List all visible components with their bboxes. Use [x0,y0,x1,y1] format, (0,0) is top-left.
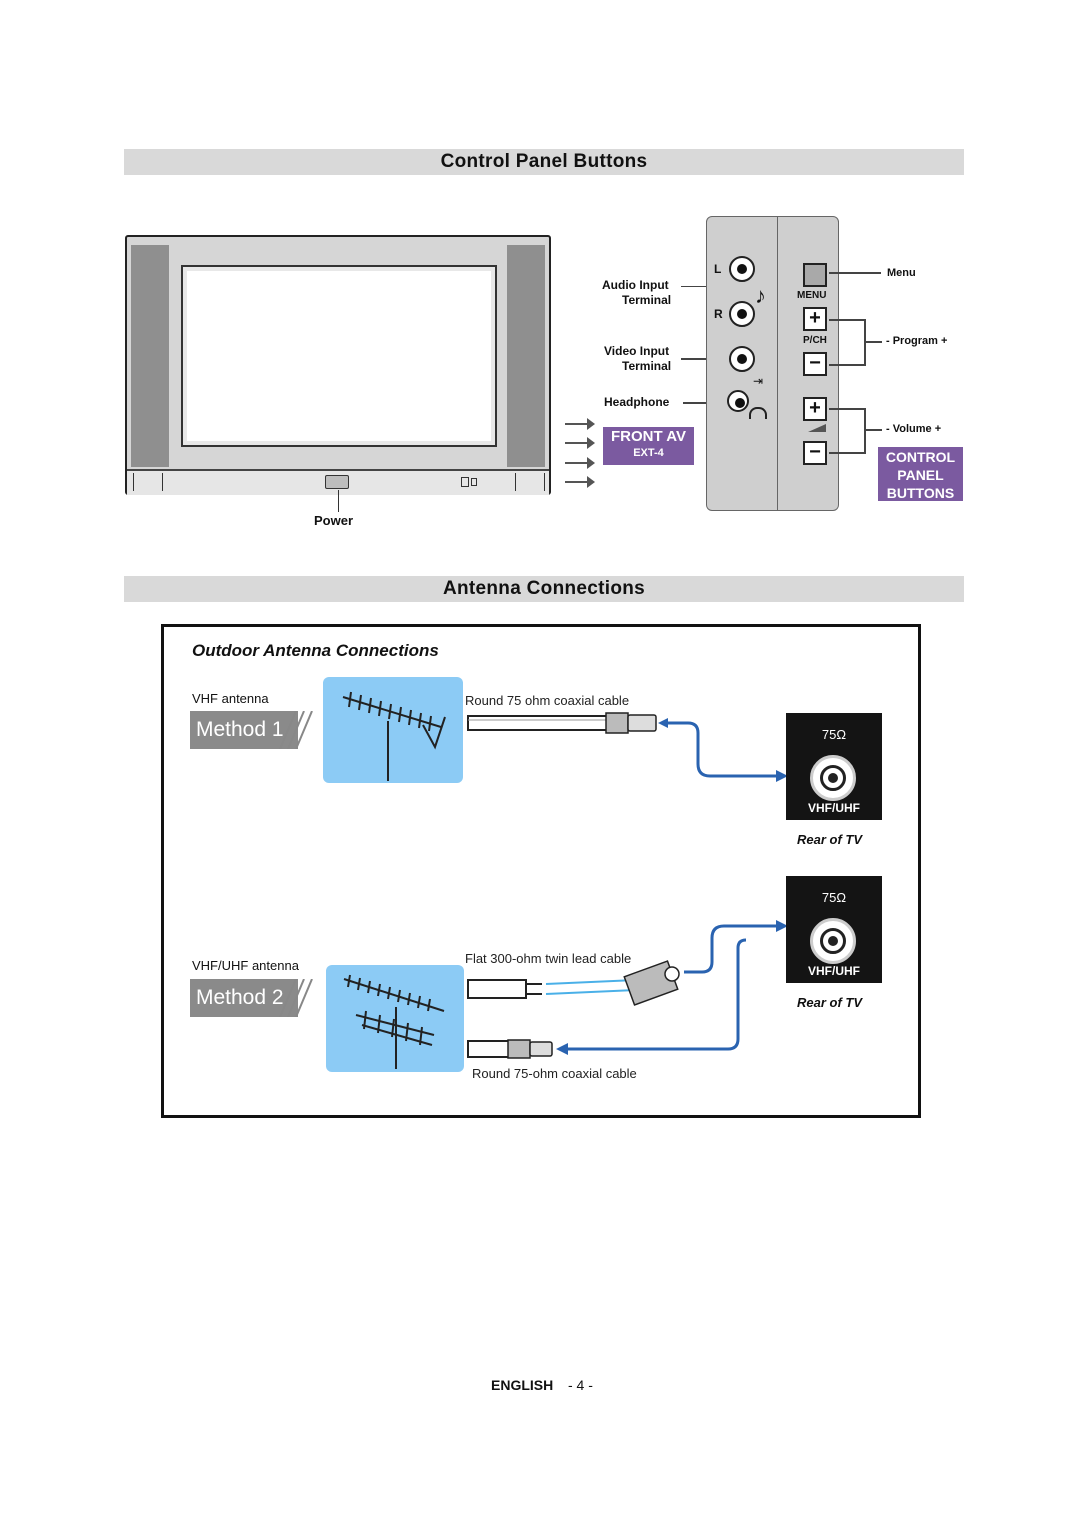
video-input-label-2: Terminal [622,359,672,373]
rear-panel-2: 75Ω VHF/UHF [786,876,882,983]
right-speaker-grille [507,245,545,467]
program-label: - Program + [886,335,948,347]
video-input-icon: ⇥ [753,374,764,388]
volume-icon [808,424,826,432]
volume-up-button[interactable]: + [803,397,827,421]
control-panel-heading: Control Panel Buttons [124,149,964,175]
rear1-port: VHF/UHF [808,801,860,815]
indicator-leds [461,477,469,487]
audio-input-label-1: Audio Input [602,278,669,292]
control-panel-badge: CONTROL PANEL BUTTONS [878,447,963,501]
badge-line-3: BUTTONS [886,485,955,501]
method1-stripes [279,711,313,749]
rear1-caption: Rear of TV [797,832,863,847]
arrow-3 [565,457,595,469]
rf-connector-icon-1 [810,755,856,801]
front-av-panel: L R ♪ ⇥ [706,216,778,511]
method1-cable-diagram [467,712,788,782]
box-title: Outdoor Antenna Connections [192,641,439,660]
method2-cable-diagram [467,920,788,1059]
headphone-icon [749,407,767,419]
badge-line-2: PANEL [897,467,944,483]
audio-right-jack[interactable] [729,301,755,327]
outdoor-antenna-box: Outdoor Antenna Connections [161,624,921,1118]
channel-l-label: L [714,262,722,276]
method2-stripes [279,979,313,1017]
badge-line-1: CONTROL [885,449,956,465]
footer-language: ENGLISH [491,1377,554,1393]
rear-panel-1: 75Ω VHF/UHF [786,713,882,820]
method2-bottom-cable-label: Round 75-ohm coaxial cable [472,1066,637,1081]
vhf-uhf-antenna-image [326,965,464,1072]
rear2-caption: Rear of TV [797,995,863,1010]
vhf-uhf-antenna-icon [343,974,445,1069]
volume-down-button[interactable]: − [803,441,827,465]
headphone-jack[interactable] [727,390,749,412]
vhf-antenna-icon [342,691,446,781]
menu-button[interactable] [803,263,827,287]
front-av-badge: FRONT AV EXT-4 [603,427,694,465]
power-label: Power [314,513,354,528]
method1-cable-label: Round 75 ohm coaxial cable [465,693,630,708]
rf-connector-icon-2 [810,918,856,964]
video-input-label-1: Video Input [604,344,670,358]
footer-page-number: - 4 - [568,1377,593,1393]
program-down-button[interactable]: − [803,352,827,376]
audio-left-jack[interactable] [729,256,755,282]
pch-small-label: P/CH [803,335,827,346]
menu-label: Menu [887,267,916,279]
method2-badge: Method 2 [190,979,298,1017]
left-speaker-grille [131,245,169,467]
video-input-jack[interactable] [729,346,755,372]
audio-input-label-2: Terminal [622,293,672,307]
channel-r-label: R [714,307,723,321]
program-up-button[interactable]: + [803,307,827,331]
ext-text: EXT-4 [633,447,664,459]
volume-label: - Volume + [886,423,942,435]
antenna-heading: Antenna Connections [124,576,964,602]
arrow-2 [565,437,595,449]
method1-badge: Method 1 [190,711,298,749]
method1-antenna-label: VHF antenna [192,691,269,706]
power-button[interactable] [325,475,349,489]
rear2-port: VHF/UHF [808,964,860,978]
arrow-4 [565,476,595,488]
tv-screen [181,265,497,447]
vhf-antenna-image [323,677,463,783]
front-av-text: FRONT AV [611,428,686,445]
tv-front-illustration [125,235,551,495]
headphone-label: Headphone [604,395,670,409]
music-note-icon: ♪ [755,283,766,308]
menu-small-label: MENU [797,290,827,301]
method2-top-cable-label: Flat 300-ohm twin lead cable [465,951,632,966]
method2-antenna-label: VHF/UHF antenna [192,958,299,973]
arrow-1 [565,418,595,430]
rear1-impedance: 75Ω [821,727,847,742]
rear2-impedance: 75Ω [821,890,847,905]
